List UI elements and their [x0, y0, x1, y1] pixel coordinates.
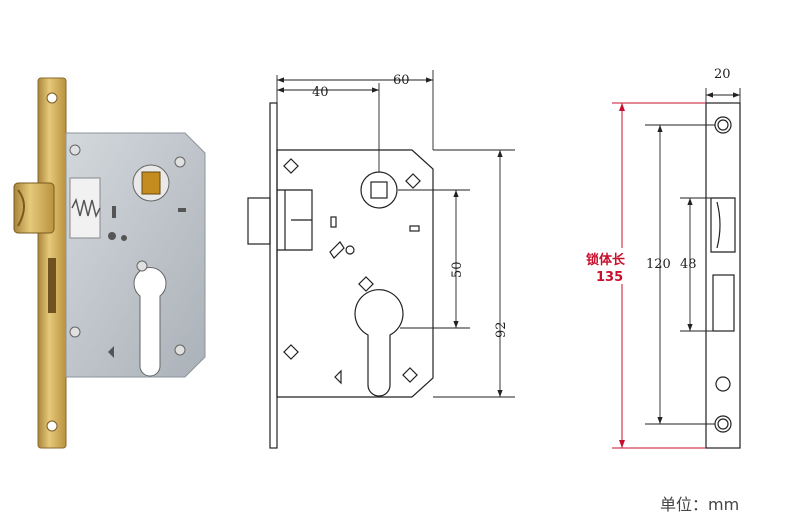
- small-hook: [108, 346, 114, 358]
- front-drawing: [247, 102, 434, 449]
- side-latch-opening: [710, 197, 736, 253]
- screw-icon: [69, 144, 81, 156]
- case-screws: [69, 144, 186, 356]
- screw-icon: [405, 173, 421, 189]
- latch-window: [69, 177, 101, 239]
- side-drawing: [705, 102, 741, 449]
- lock-length-value: 135: [596, 270, 623, 285]
- front-dimensions: [276, 70, 515, 398]
- drawing-latch: [247, 197, 271, 245]
- side-small-hole: [715, 376, 731, 392]
- latch-spring: [71, 197, 101, 219]
- screw-icon: [402, 367, 418, 383]
- drawing-screws: [283, 158, 421, 383]
- cylinder-cutout: [133, 267, 167, 377]
- small-slot-2: [178, 208, 186, 212]
- small-hole-1: [108, 232, 116, 240]
- side-deadbolt-opening: [712, 274, 735, 332]
- drawing-faceplate: [269, 102, 278, 449]
- drawing-small-slot: [330, 216, 337, 228]
- red-label-backdrop: [586, 248, 630, 284]
- lock-length-label: 锁体长: [586, 252, 626, 268]
- side-faceplate: [705, 102, 741, 449]
- screw-icon: [283, 344, 299, 360]
- latch-bolt: [13, 182, 55, 234]
- side-latch-bevel: [716, 201, 721, 249]
- lock-photo: [13, 77, 206, 449]
- faceplate-slot: [48, 258, 56, 313]
- small-slot-1: [112, 206, 116, 218]
- faceplate-hole-bottom: [46, 420, 58, 432]
- screw-icon: [283, 158, 299, 174]
- screw-icon: [136, 260, 148, 272]
- latch-bevel: [17, 189, 25, 227]
- dim-label-92: 92: [494, 321, 509, 338]
- dim-label-20: 20: [714, 67, 731, 82]
- drawing-small-part: [329, 241, 345, 259]
- dim-label-40: 40: [312, 85, 329, 100]
- faceplate-hole-top: [46, 92, 58, 104]
- drawing-cylinder: [354, 289, 404, 397]
- screw-icon: [358, 276, 374, 292]
- drawing-case: [276, 149, 434, 398]
- side-dimensions: [645, 88, 741, 425]
- small-hole-2: [121, 235, 127, 241]
- dim-label-120: 120: [646, 257, 671, 272]
- follower-square: [141, 171, 161, 195]
- screw-icon: [69, 326, 81, 338]
- screw-icon: [174, 344, 186, 356]
- drawing-follower-square: [370, 181, 388, 199]
- lock-case: [65, 132, 206, 378]
- side-screw-hole-top-inner: [717, 119, 729, 131]
- dim-label-50: 50: [450, 261, 465, 278]
- drawing-hook: [334, 369, 342, 385]
- side-screw-hole-bottom-inner: [717, 418, 729, 430]
- screw-icon: [174, 156, 186, 168]
- drawing-follower: [360, 171, 398, 209]
- drawing-small-rect: [409, 225, 420, 232]
- dim-label-60: 60: [393, 73, 410, 88]
- unit-label: 单位：mm: [660, 495, 739, 514]
- drawing-small-hole: [345, 245, 355, 255]
- dim-label-48: 48: [680, 257, 697, 272]
